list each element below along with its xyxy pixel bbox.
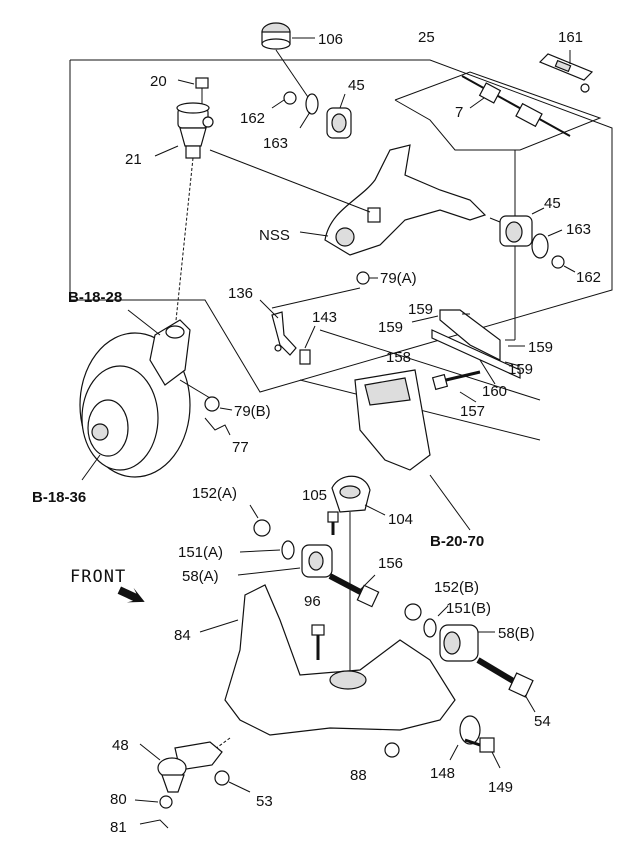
label-80: 80 [110,791,127,808]
part-156-bolt [328,573,380,608]
label-77: 77 [232,439,249,456]
label-163-right: 163 [566,221,591,238]
part-45-bushing-right [499,215,533,247]
part-162-nut-right [551,255,565,269]
part-106-dust-cap [261,22,291,50]
part-159-shims [431,309,521,379]
label-159-top: 159 [408,301,433,318]
label-136: 136 [228,285,253,302]
label-159-lower: 159 [508,361,533,378]
part-79b-nut [204,396,220,412]
part-96-bolt [311,624,325,660]
label-25: 25 [418,29,435,46]
label-45-right: 45 [544,195,561,212]
label-143: 143 [312,309,337,326]
label-53: 53 [256,793,273,810]
label-151a: 151(A) [178,544,223,561]
label-84: 84 [174,627,191,644]
label-81: 81 [110,819,127,836]
front-label: FRONT [70,567,126,587]
label-159-right: 159 [528,339,553,356]
part-152b-nut [404,603,422,621]
label-156: 156 [378,555,403,572]
label-149: 149 [488,779,513,796]
label-106: 106 [318,31,343,48]
label-152b: 152(B) [434,579,479,596]
label-161: 161 [558,29,583,46]
label-163: 163 [263,135,288,152]
knuckle-and-rotor [79,319,191,478]
part-48-lower-ball-joint [157,741,223,793]
label-54: 54 [534,713,551,730]
label-58b: 58(B) [498,625,535,642]
part-152a-nut [253,519,271,537]
part-104-bump-stopper [331,475,371,513]
label-159-left: 159 [378,319,403,336]
part-161-plate [538,53,594,81]
part-105-bolt [327,511,339,535]
label-nss: NSS [259,227,290,244]
label-152a: 152(A) [192,485,237,502]
label-79b: 79(B) [234,403,271,420]
part-163-washer [305,93,319,115]
part-163-washer-right [531,233,549,259]
frame-member [299,329,541,471]
part-162-nut [283,91,297,105]
part-148-cam [459,715,481,745]
label-88: 88 [350,767,367,784]
label-21: 21 [125,151,142,168]
label-160: 160 [482,383,507,400]
ref-b-18-36: B-18-36 [32,489,86,506]
part-53-nut [214,770,230,786]
upper-control-arm [324,144,487,256]
label-148: 148 [430,765,455,782]
part-88-nut [384,742,400,758]
ref-b-20-70: B-20-70 [430,533,484,550]
label-48: 48 [112,737,129,754]
ref-b-18-28: B-18-28 [68,289,122,306]
label-151b: 151(B) [446,600,491,617]
label-7: 7 [455,104,463,121]
part-77-cotter-pin [204,417,231,436]
part-151a-washer [281,540,295,560]
part-21-upper-ball-joint [176,102,214,159]
part-151b-washer [423,618,437,638]
part-79a-nut [356,271,370,285]
part-136-bracket [271,311,297,356]
label-162: 162 [240,110,265,127]
label-105: 105 [302,487,327,504]
label-158: 158 [386,349,411,366]
label-162-right: 162 [576,269,601,286]
part-7-adjuster [461,75,590,137]
part-80-nut [159,795,173,809]
label-45: 45 [348,77,365,94]
front-arrow-icon [117,586,145,603]
part-143-bolt [299,349,311,365]
part-58a-bushing [301,544,333,578]
label-104: 104 [388,511,413,528]
part-54-bolt [476,657,534,698]
label-157: 157 [460,403,485,420]
lower-control-arm [224,584,456,736]
part-81-cotter-pin [139,819,169,829]
part-58b-bushing [439,624,479,662]
tie-rod-outline [394,71,602,151]
label-20: 20 [150,73,167,90]
label-58a: 58(A) [182,568,219,585]
part-158-bolt [431,370,481,391]
upper-arm-group-outline [69,59,613,393]
part-149-bolt [464,737,495,753]
label-96: 96 [304,593,321,610]
label-79a: 79(A) [380,270,417,287]
part-45-bushing [326,107,352,139]
